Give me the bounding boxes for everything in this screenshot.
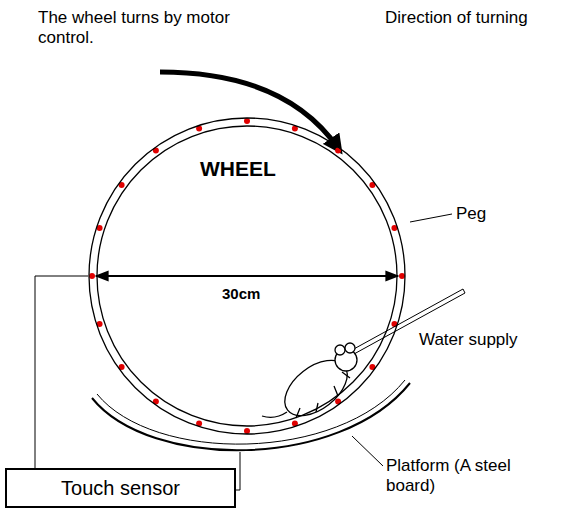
peg-dot xyxy=(244,428,250,434)
direction-label: Direction of turning xyxy=(385,8,535,28)
direction-arrow xyxy=(160,72,338,148)
peg-dot xyxy=(244,118,250,124)
peg-dots xyxy=(89,118,405,434)
sensor-wire xyxy=(236,452,240,490)
wheel-circle: WHEEL xyxy=(88,117,406,435)
platform-board xyxy=(92,383,410,450)
leader-line xyxy=(352,436,383,466)
peg-dot xyxy=(89,273,95,279)
sensor-box: Touch sensor xyxy=(5,468,236,508)
part-label: Water supply xyxy=(419,330,559,350)
diameter-arrow xyxy=(96,275,398,277)
mouse-figure xyxy=(262,343,357,427)
wheel-title: WHEEL xyxy=(200,157,276,181)
sensor-label: Touch sensor xyxy=(61,477,180,500)
note-text: The wheel turns by motor control. xyxy=(38,8,248,48)
dimension-label: 30cm xyxy=(222,284,282,304)
part-label: Platform (A steel board) xyxy=(386,456,556,496)
water-tube xyxy=(463,289,465,293)
leader-line xyxy=(410,214,452,222)
sensor-wire xyxy=(35,276,88,468)
part-label: Peg xyxy=(456,204,516,224)
peg-dot xyxy=(399,273,405,279)
